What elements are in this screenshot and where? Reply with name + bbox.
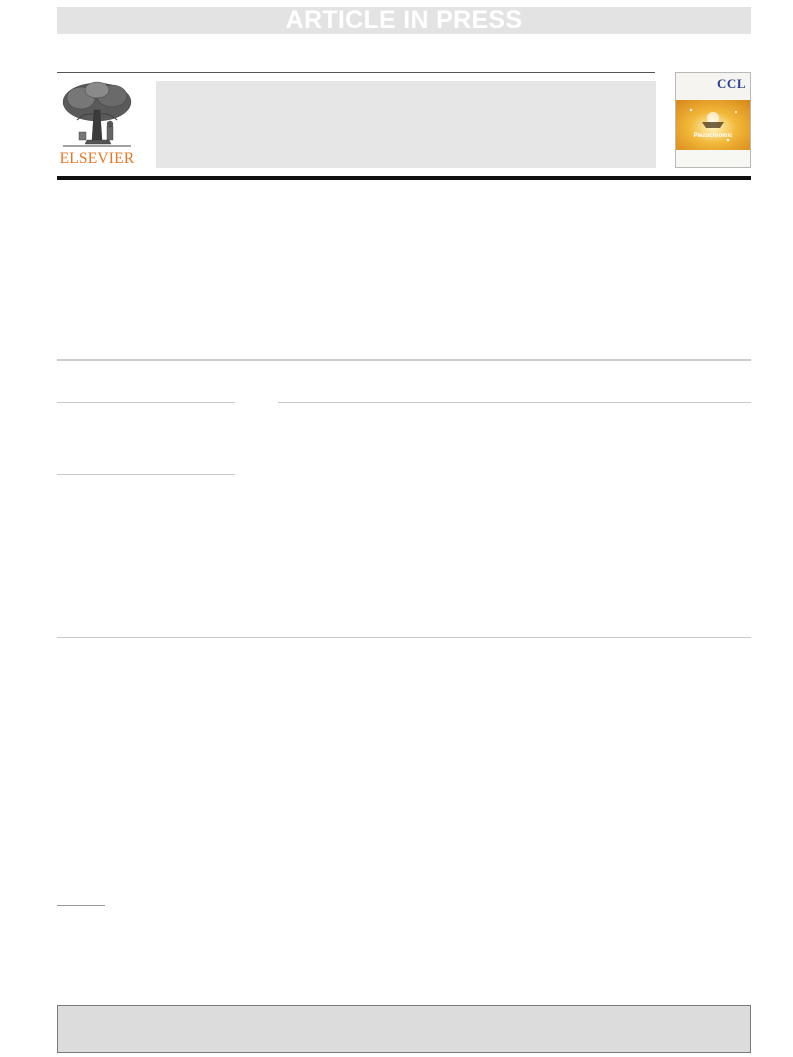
citation-footer-box [57,1005,751,1053]
journal-cover-thumbnail[interactable]: CCL Piezochromic [675,72,751,168]
cover-header: CCL [676,73,750,100]
cover-artwork [676,100,750,150]
header-top-rule [57,72,655,73]
article-in-press-banner: ARTICLE IN PRESS [57,7,751,34]
elsevier-tree-icon [62,81,132,147]
cover-title-text: Piezochromic [693,133,733,139]
abstract-rule [278,402,751,403]
journal-header-box [156,81,656,168]
article-info-rule [57,402,235,403]
title-block-rule [57,359,751,361]
elsevier-wordmark: ELSEVIER [59,150,135,167]
body-separator-rule [57,637,751,638]
cover-journal-acronym: CCL [717,76,746,91]
header-bottom-rule [57,176,751,180]
publisher-logo[interactable]: ELSEVIER [57,80,137,168]
cover-footer [676,150,750,167]
keywords-rule [57,474,235,475]
footnote-rule [57,905,105,906]
